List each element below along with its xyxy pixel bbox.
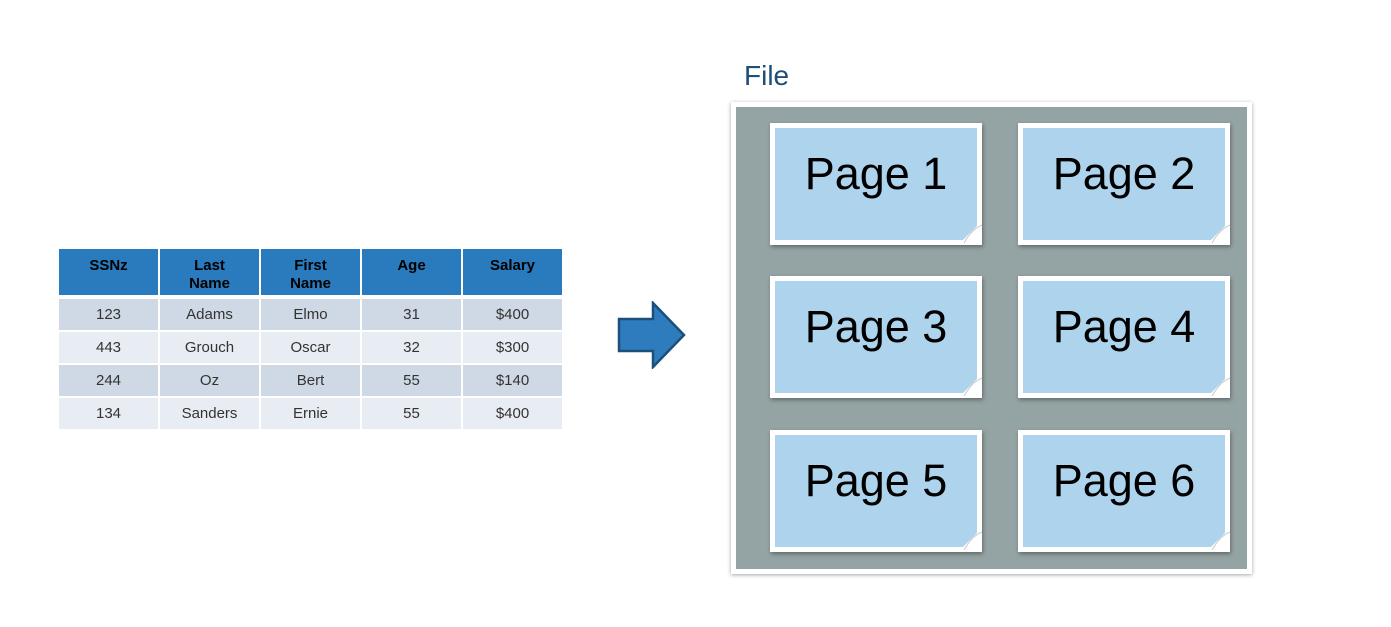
page-fold-icon [958,221,982,245]
cell-salary: $400 [463,398,562,429]
page-label: Page 6 [1052,455,1196,506]
page-label: Page 1 [804,148,948,199]
file-container: Page 1 Page 2 Page 3 Page 4 Page 5 Page … [731,102,1252,574]
cell-ssnz: 134 [59,398,158,429]
cell-salary: $300 [463,332,562,363]
header-salary: Salary [463,249,562,295]
page-label: Page 5 [804,455,948,506]
table-row: 244 Oz Bert 55 $140 [59,365,562,396]
header-salary-label: Salary [489,257,536,274]
cell-age: 32 [362,332,461,363]
page-fold-icon [958,374,982,398]
cell-last-name: Sanders [160,398,259,429]
page-label: Page 4 [1052,301,1196,352]
cell-first-name: Oscar [261,332,360,363]
page-card: Page 1 [770,123,982,245]
page-card: Page 5 [770,430,982,552]
cell-ssnz: 244 [59,365,158,396]
page-card: Page 2 [1018,123,1230,245]
cell-last-name: Grouch [160,332,259,363]
page-label: Page 3 [804,301,948,352]
header-ssnz: SSNz [59,249,158,295]
cell-salary: $140 [463,365,562,396]
header-first-name-line2: Name [290,275,331,292]
page-card: Page 4 [1018,276,1230,398]
cell-first-name: Bert [261,365,360,396]
table-row: 123 Adams Elmo 31 $400 [59,297,562,330]
page-fold-icon [1206,221,1230,245]
cell-age: 31 [362,297,461,330]
page-fold-icon [1206,374,1230,398]
right-arrow-icon [617,301,686,369]
page-card: Page 6 [1018,430,1230,552]
table-row: 443 Grouch Oscar 32 $300 [59,332,562,363]
header-age: Age [362,249,461,295]
header-last-name-line2: Name [189,275,230,292]
header-age-label: Age [397,257,426,274]
page-fold-icon [958,528,982,552]
cell-age: 55 [362,365,461,396]
file-label: File [744,60,790,91]
cell-first-name: Elmo [261,297,360,330]
page-label: Page 2 [1052,148,1196,199]
page-fold-icon [1206,528,1230,552]
cell-ssnz: 443 [59,332,158,363]
cell-age: 55 [362,398,461,429]
header-ssnz-label: SSNz [89,257,128,274]
cell-first-name: Ernie [261,398,360,429]
page-card: Page 3 [770,276,982,398]
cell-last-name: Oz [160,365,259,396]
header-first-name-line1: First [294,257,327,274]
cell-last-name: Adams [160,297,259,330]
table-row: 134 Sanders Ernie 55 $400 [59,398,562,429]
header-last-name-line1: Last [194,257,225,274]
cell-salary: $400 [463,297,562,330]
cell-ssnz: 123 [59,297,158,330]
